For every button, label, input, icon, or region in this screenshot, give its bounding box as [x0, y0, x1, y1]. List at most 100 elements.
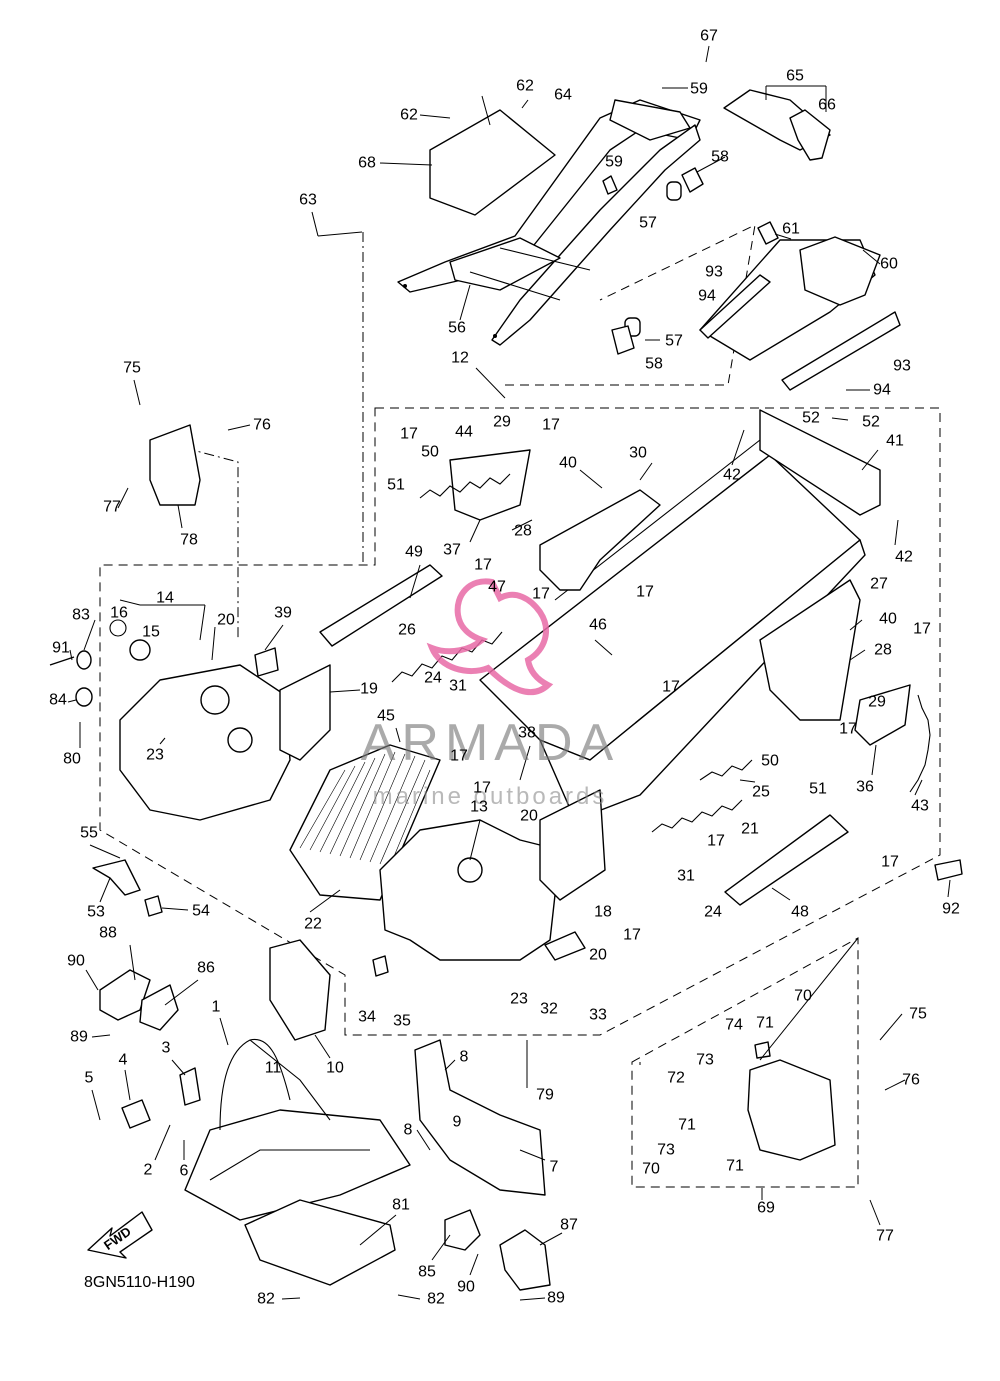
callout-73: 73 — [657, 1142, 675, 1159]
strip-43 — [909, 694, 931, 793]
callout-60: 60 — [880, 256, 898, 273]
callout-20: 20 — [217, 612, 235, 629]
callout-48: 48 — [791, 904, 809, 921]
front-bracket-assembly — [49, 619, 331, 821]
bracket-61 — [757, 221, 779, 245]
callout-13: 13 — [470, 799, 488, 816]
callout-29: 29 — [868, 694, 886, 711]
callout-44: 44 — [455, 424, 473, 441]
callout-58: 58 — [711, 149, 729, 166]
callout-17: 17 — [839, 721, 857, 738]
clip-54 — [144, 895, 163, 917]
callout-20: 20 — [589, 947, 607, 964]
callout-23: 23 — [510, 991, 528, 1008]
callout-19: 19 — [360, 681, 378, 698]
bracket-53-54 — [92, 859, 163, 917]
plate-19 — [279, 664, 331, 761]
tunnel-27 — [479, 409, 881, 821]
callout-6: 6 — [180, 1163, 189, 1180]
callout-71: 71 — [726, 1158, 744, 1175]
callout-29: 29 — [493, 414, 511, 431]
leader-lines — [67, 45, 951, 1301]
callout-68: 68 — [358, 155, 376, 172]
watermark-brand: ARMADA — [361, 714, 619, 772]
rear-frame-56 — [397, 99, 701, 346]
label-92 — [934, 859, 963, 881]
callout-76: 76 — [253, 417, 271, 434]
bearing-15 — [129, 639, 151, 661]
callout-18: 18 — [594, 904, 612, 921]
watermark-tagline: marine outboards — [373, 783, 608, 810]
rear-frame-brace — [469, 271, 561, 301]
washer-83 — [76, 650, 92, 670]
callout-17: 17 — [532, 586, 550, 603]
rear-frame-crossmember — [449, 237, 561, 291]
callout-3: 3 — [162, 1040, 171, 1057]
callout-17: 17 — [474, 557, 492, 574]
callout-84: 84 — [49, 692, 67, 709]
callout-4: 4 — [119, 1052, 128, 1069]
callout-52: 52 — [862, 414, 880, 431]
bracket-65 — [723, 89, 831, 161]
rear-flap-68 — [429, 109, 556, 216]
front-frame-13 — [372, 789, 606, 977]
callout-71: 71 — [678, 1117, 696, 1134]
callout-93: 93 — [893, 358, 911, 375]
callout-33: 33 — [589, 1007, 607, 1024]
callout-16: 16 — [110, 605, 128, 622]
callout-47: 47 — [488, 579, 506, 596]
callout-57: 57 — [639, 215, 657, 232]
plate-10 — [269, 939, 331, 1041]
callout-8: 8 — [460, 1049, 469, 1066]
strip-25b — [699, 759, 753, 781]
callout-5: 5 — [85, 1070, 94, 1087]
callout-17: 17 — [636, 584, 654, 601]
gasket-85 — [444, 1209, 481, 1251]
tank-body — [747, 1059, 836, 1161]
side-plate-14 — [119, 664, 291, 821]
callout-22: 22 — [304, 916, 322, 933]
callout-82: 82 — [257, 1291, 275, 1308]
tunnel-side-27-panel — [759, 579, 861, 721]
callout-91: 91 — [52, 640, 70, 657]
callout-24: 24 — [424, 670, 442, 687]
callout-23: 23 — [146, 747, 164, 764]
callout-53: 53 — [87, 904, 105, 921]
callout-17: 17 — [473, 780, 491, 797]
callout-43: 43 — [911, 798, 929, 815]
callout-40: 40 — [879, 611, 897, 628]
callout-51: 51 — [809, 781, 827, 798]
callout-70: 70 — [642, 1161, 660, 1178]
callout-42: 42 — [723, 467, 741, 484]
watermark: ARMADA marine outboards — [361, 578, 619, 810]
callout-17: 17 — [707, 833, 725, 850]
bracket-34 — [372, 955, 389, 977]
callout-63: 63 — [299, 192, 317, 209]
callout-83: 83 — [72, 607, 90, 624]
tunnel-rear-plate — [759, 409, 881, 516]
bracket-53 — [92, 859, 141, 896]
callout-81: 81 — [392, 1197, 410, 1214]
callout-30: 30 — [629, 445, 647, 462]
engine-cradle-1 — [121, 939, 411, 1221]
bracket-3 — [179, 1067, 201, 1106]
callout-41: 41 — [886, 433, 904, 450]
callout-46: 46 — [589, 617, 607, 634]
bracket-4 — [121, 1099, 151, 1129]
callout-61: 61 — [782, 221, 800, 238]
tank-cap-74 — [754, 1041, 771, 1059]
callout-49: 49 — [405, 544, 423, 561]
bracket-30 — [539, 489, 661, 591]
callout-73: 73 — [696, 1052, 714, 1069]
callout-12: 12 — [451, 350, 469, 367]
diagram-code: 8GN5110-H190 — [84, 1274, 195, 1291]
callout-31: 31 — [677, 868, 695, 885]
bearing-boss — [200, 685, 230, 715]
callout-77: 77 — [103, 499, 121, 516]
callout-1: 1 — [212, 999, 221, 1016]
bracket-39 — [254, 647, 279, 677]
callout-94: 94 — [873, 382, 891, 399]
callout-9: 9 — [453, 1114, 462, 1131]
bracket-58-upper — [681, 167, 704, 193]
